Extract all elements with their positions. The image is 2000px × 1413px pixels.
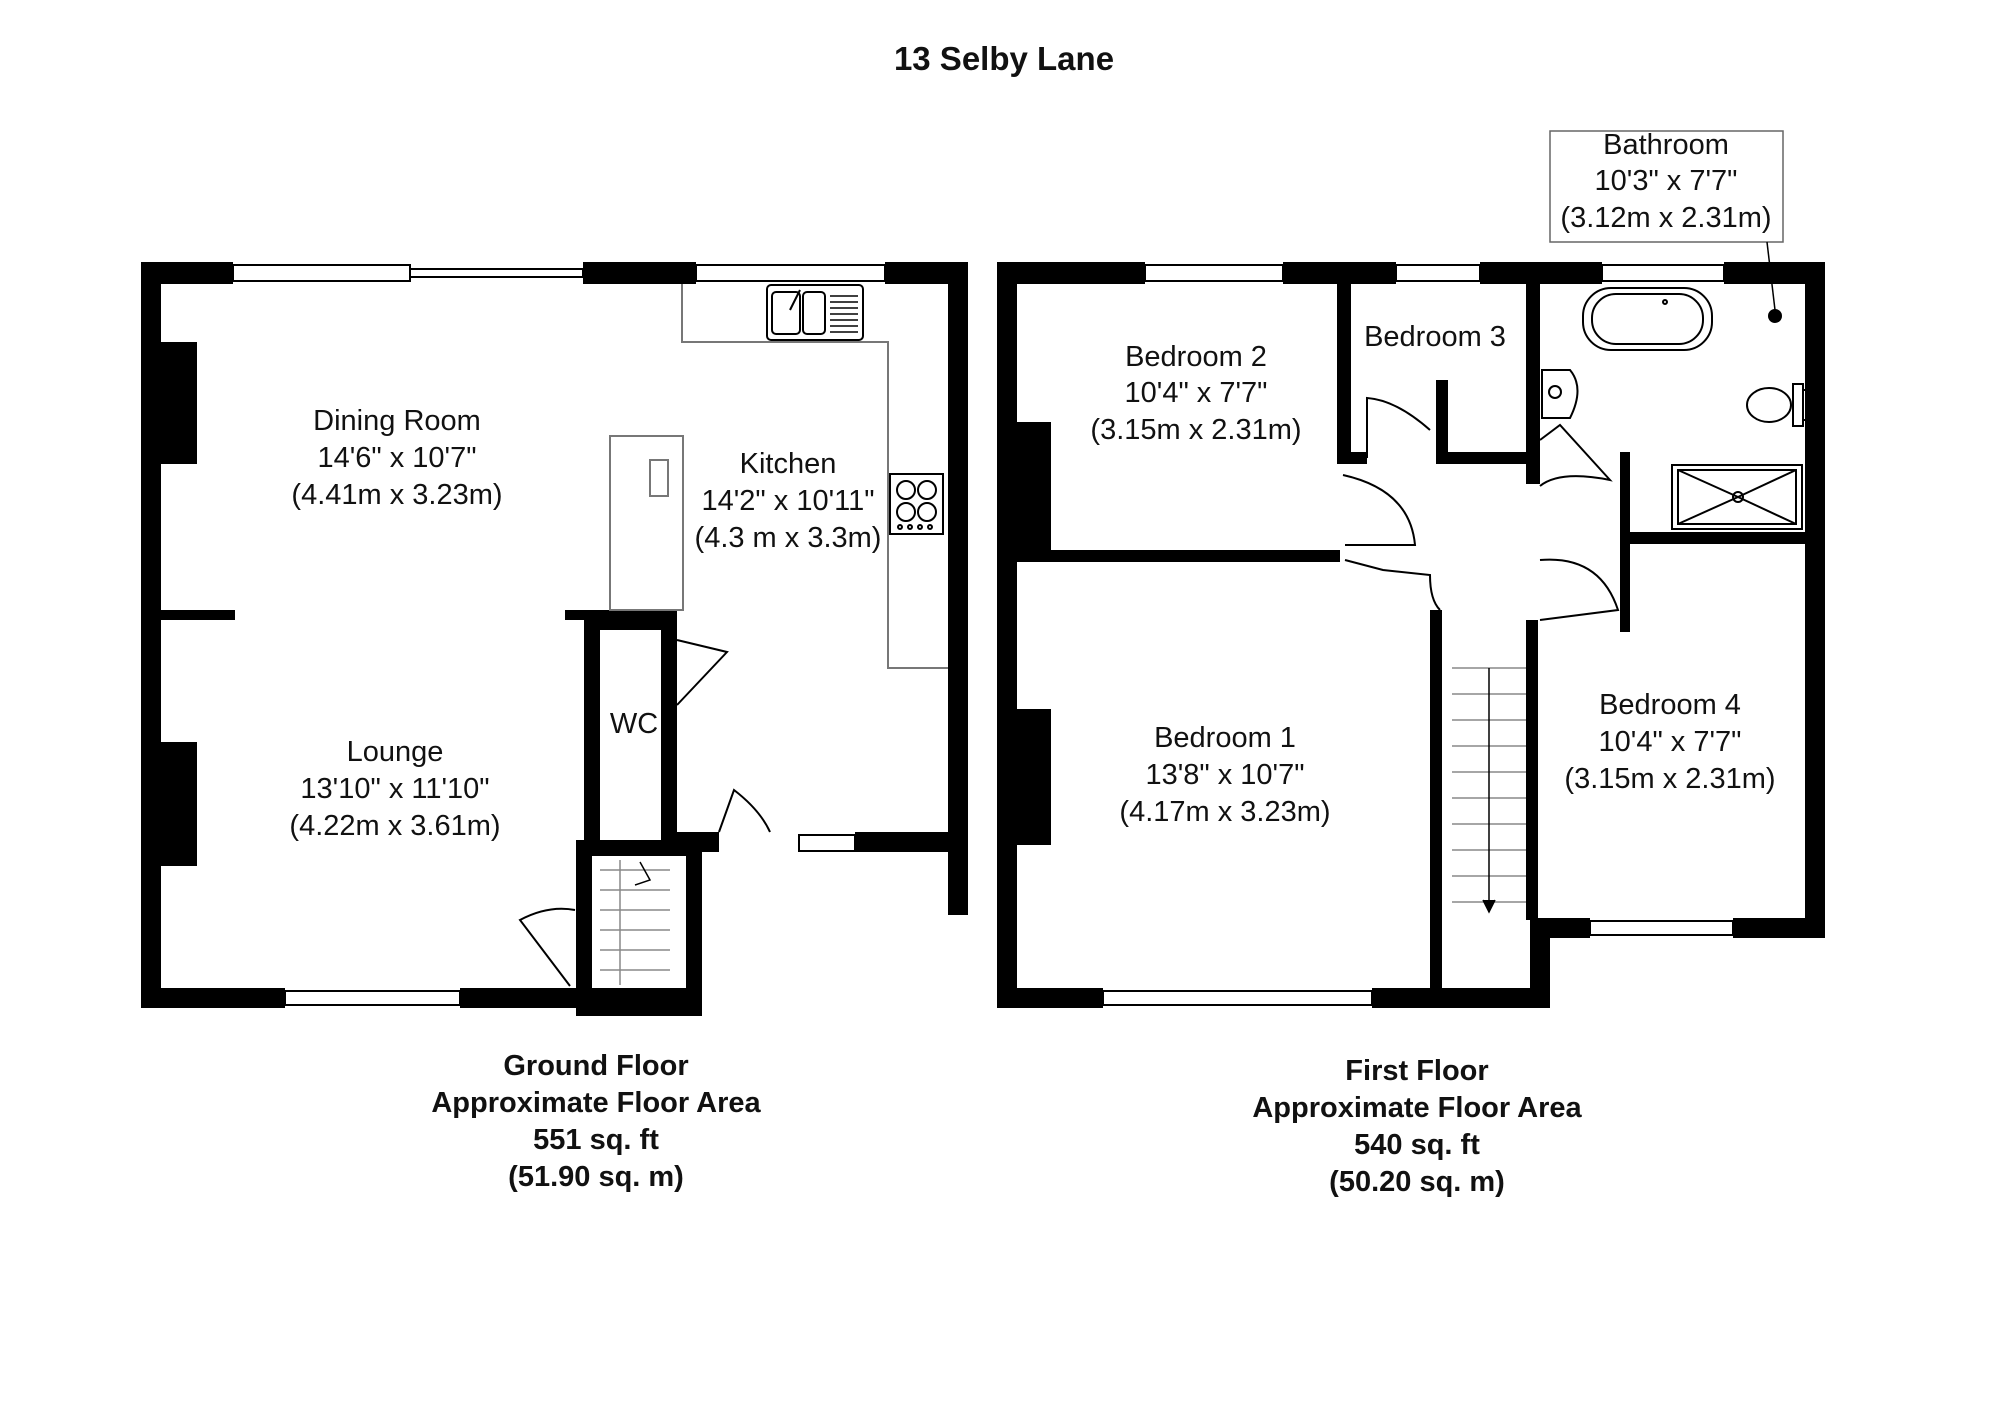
- ground-floor-windows: [232, 264, 886, 1006]
- room-kitchen: Kitchen 14'2" x 10'11" (4.3 m x 3.3m): [695, 448, 882, 554]
- ground-floor: Dining Room 14'6" x 10'7" (4.41m x 3.23m…: [141, 262, 968, 1193]
- first-floor: Bathroom 10'3" x 7'7" (3.12m x 2.31m) Be…: [997, 129, 1825, 1198]
- toilet-icon: [1746, 383, 1811, 427]
- room-dimensions-metric: (4.41m x 3.23m): [291, 479, 502, 511]
- room-dimensions-metric: (3.15m x 2.31m): [1090, 414, 1301, 446]
- shower-tray-icon: [1671, 464, 1803, 530]
- room-name: Bedroom 2: [1125, 341, 1267, 373]
- bathroom-label-box: [1549, 130, 1784, 311]
- kitchen-worktops: [609, 284, 948, 669]
- first-floor-windows: [1102, 264, 1734, 1006]
- room-dimensions-imperial: 14'6" x 10'7": [317, 442, 476, 474]
- room-dimensions-metric: (3.12m x 2.31m): [1560, 202, 1771, 234]
- floor-area-sqm: (50.20 sq. m): [1329, 1166, 1505, 1198]
- room-name: Bedroom 3: [1364, 321, 1506, 353]
- room-bedroom-3: Bedroom 3: [1364, 321, 1506, 353]
- floor-area-sqm: (51.90 sq. m): [508, 1161, 684, 1193]
- room-bedroom-1: Bedroom 1 13'8" x 10'7" (4.17m x 3.23m): [1119, 722, 1330, 828]
- floor-area-label: Approximate Floor Area: [1252, 1092, 1582, 1124]
- room-dimensions-metric: (4.3 m x 3.3m): [695, 522, 882, 554]
- floor-area-sqft: 540 sq. ft: [1354, 1129, 1480, 1161]
- bath-icon: [1582, 287, 1713, 351]
- plan-title: 13 Selby Lane: [894, 40, 1114, 77]
- first-floor-doors: [1342, 396, 1620, 621]
- room-dimensions-imperial: 13'10" x 11'10": [300, 773, 489, 805]
- room-wc: WC: [610, 708, 658, 740]
- room-name: Bedroom 1: [1154, 722, 1296, 754]
- room-dimensions-imperial: 13'8" x 10'7": [1145, 759, 1304, 791]
- first-floor-walls: [997, 262, 1825, 1008]
- room-bedroom-2: Bedroom 2 10'4" x 7'7" (3.15m x 2.31m): [1090, 341, 1301, 446]
- floor-area-sqft: 551 sq. ft: [533, 1124, 659, 1156]
- ground-floor-doors: [518, 639, 771, 987]
- first-floor-area-caption: First Floor Approximate Floor Area 540 s…: [1252, 1055, 1582, 1198]
- room-dimensions-imperial: 14'2" x 10'11": [701, 485, 874, 517]
- kitchen-sink-icon: [766, 284, 864, 341]
- room-name: Dining Room: [313, 405, 481, 437]
- soil-stack-icon: [1768, 309, 1782, 323]
- room-dimensions-metric: (3.15m x 2.31m): [1564, 763, 1775, 795]
- room-dining-room: Dining Room 14'6" x 10'7" (4.41m x 3.23m…: [291, 405, 502, 511]
- floor-label: First Floor: [1345, 1055, 1488, 1087]
- room-lounge: Lounge 13'10" x 11'10" (4.22m x 3.61m): [289, 736, 500, 842]
- floor-label: Ground Floor: [503, 1050, 688, 1082]
- ground-floor-stairs: [600, 860, 670, 985]
- room-name: WC: [610, 708, 658, 740]
- first-floor-stairs: [1452, 667, 1526, 914]
- room-dimensions-imperial: 10'3" x 7'7": [1595, 165, 1738, 197]
- room-dimensions-imperial: 10'4" x 7'7": [1125, 377, 1268, 409]
- floor-area-label: Approximate Floor Area: [431, 1087, 761, 1119]
- room-bathroom: Bathroom 10'3" x 7'7" (3.12m x 2.31m): [1560, 129, 1771, 234]
- room-name: Lounge: [347, 736, 444, 768]
- room-dimensions-metric: (4.22m x 3.61m): [289, 810, 500, 842]
- ground-floor-area-caption: Ground Floor Approximate Floor Area 551 …: [431, 1050, 761, 1193]
- kitchen-hob-icon: [889, 473, 944, 535]
- room-bedroom-4: Bedroom 4 10'4" x 7'7" (3.15m x 2.31m): [1564, 689, 1775, 795]
- room-dimensions-imperial: 10'4" x 7'7": [1599, 726, 1742, 758]
- ground-floor-walls: [141, 262, 968, 1016]
- room-name: Kitchen: [740, 448, 837, 480]
- room-name: Bathroom: [1603, 129, 1729, 161]
- room-name: Bedroom 4: [1599, 689, 1741, 721]
- room-dimensions-metric: (4.17m x 3.23m): [1119, 796, 1330, 828]
- basin-icon: [1541, 369, 1579, 419]
